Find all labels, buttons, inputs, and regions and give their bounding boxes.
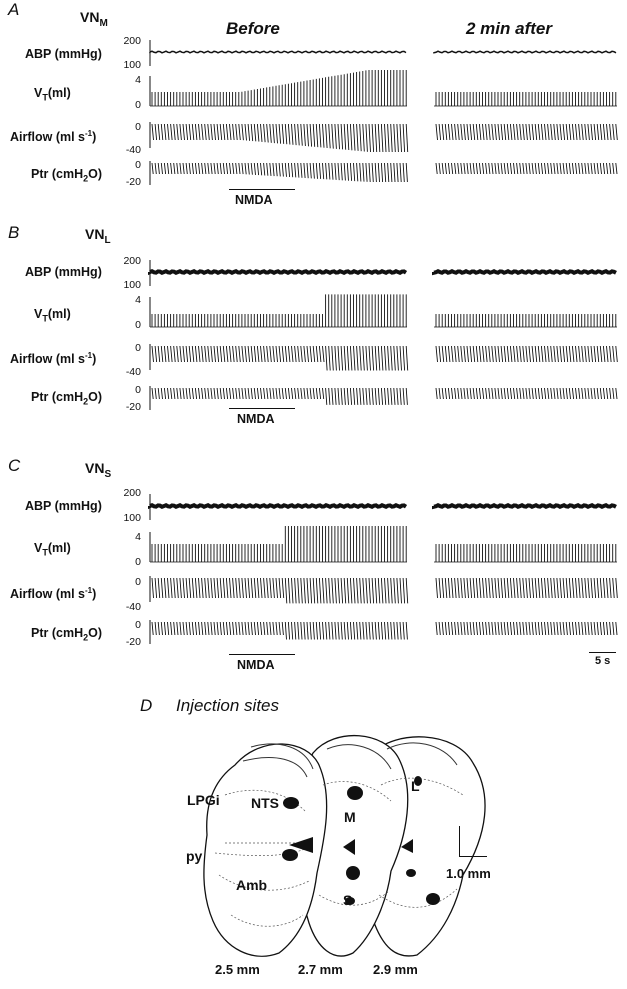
abp-trace — [432, 268, 617, 276]
panel-b-airflow-label: Airflow (ml s-1) — [10, 351, 97, 367]
tick-label: 4 — [135, 74, 141, 86]
panel-a-airflow-label: Airflow (ml s-1) — [10, 129, 97, 145]
tick-label: -40 — [125, 366, 141, 378]
panel-a-vt-label: VT(ml) — [34, 86, 71, 103]
panel-d-letter: D — [140, 696, 153, 715]
panel-a-nmda-bar — [229, 189, 295, 190]
airflow-trace — [151, 123, 409, 153]
abp-trace — [148, 268, 408, 276]
panel-c-airflow-label: Airflow (ml s-1) — [10, 586, 97, 602]
tick-label: 0 — [135, 99, 141, 111]
abp-trace — [433, 50, 617, 54]
vt-trace — [435, 544, 617, 562]
panel-c-ptr-label: Ptr (cmH2O) — [31, 626, 102, 643]
panel-c-nmda-label: NMDA — [237, 658, 275, 672]
vt-trace — [151, 70, 407, 106]
ptr-trace — [435, 387, 618, 400]
panel-a-letter: A — [8, 0, 20, 19]
ptr-trace — [151, 621, 408, 640]
tick-label: -40 — [125, 144, 141, 156]
panel-a-nmda-label: NMDA — [235, 193, 273, 207]
lpgi-label: LPGi — [187, 792, 220, 808]
tick-label: -20 — [125, 636, 141, 648]
spatial-scale-horizontal — [459, 856, 487, 857]
panel-c-nmda-bar — [229, 654, 295, 655]
section-label-2-5: 2.5 mm — [215, 962, 260, 977]
time-scale-bar — [589, 652, 616, 653]
spatial-scale-vertical — [459, 826, 460, 857]
section-label-2-7: 2.7 mm — [298, 962, 343, 977]
tick-label: -40 — [125, 601, 141, 613]
tick-label: 100 — [123, 279, 141, 291]
tick-label: 0 — [135, 342, 141, 354]
after-column-title: 2 min after — [466, 19, 552, 38]
panel-d-title: Injection sites — [176, 696, 279, 715]
panel-c-abp-label: ABP (mmHg) — [25, 499, 102, 513]
panel-b-nmda-label: NMDA — [237, 412, 275, 426]
section-label-2-9: 2.9 mm — [373, 962, 418, 977]
tick-label: 0 — [135, 576, 141, 588]
spatial-scale-label: 1.0 mm — [446, 866, 491, 881]
abp-trace — [148, 502, 408, 510]
l-site-label: L — [411, 778, 420, 794]
panel-c-vn-label: VNS — [85, 460, 112, 480]
tick-label: 100 — [123, 59, 141, 71]
tick-label: 200 — [123, 255, 141, 267]
airflow-trace — [151, 345, 409, 371]
ptr-trace — [151, 162, 408, 183]
panel-c-traces — [148, 494, 618, 644]
panel-b-ptr-label: Ptr (cmH2O) — [31, 390, 102, 407]
m-site-label: M — [344, 809, 356, 825]
vt-trace — [435, 92, 617, 106]
tick-label: 0 — [135, 121, 141, 133]
panel-b-vn-label: VNL — [85, 226, 111, 246]
tick-label: 0 — [135, 159, 141, 171]
s-site-label: S — [343, 892, 353, 908]
before-column-title: Before — [226, 19, 280, 38]
abp-trace — [149, 50, 407, 54]
panel-a-abp-label: ABP (mmHg) — [25, 47, 102, 61]
airflow-trace — [435, 123, 618, 141]
tick-label: 0 — [135, 319, 141, 331]
tick-label: -20 — [125, 401, 141, 413]
panel-a-vn-label: VNM — [80, 9, 108, 29]
panel-c-vt-label: VT(ml) — [34, 541, 71, 558]
panel-a-ptr-label: Ptr (cmH2O) — [31, 167, 102, 184]
tick-label: 0 — [135, 384, 141, 396]
vt-trace — [435, 314, 617, 327]
vt-trace — [151, 294, 407, 327]
tick-label: 0 — [135, 556, 141, 568]
ptr-trace — [435, 621, 618, 636]
tick-label: 200 — [123, 487, 141, 499]
nts-label: NTS — [251, 795, 279, 811]
amb-label: Amb — [236, 877, 268, 893]
vt-trace — [151, 526, 407, 562]
panel-a-traces — [149, 40, 618, 185]
airflow-trace — [435, 345, 618, 363]
panel-b-letter: B — [8, 223, 20, 242]
tick-label: 200 — [123, 35, 141, 47]
tick-label: 4 — [135, 294, 141, 306]
airflow-trace — [151, 577, 409, 604]
tick-label: 0 — [135, 619, 141, 631]
panel-b-traces — [148, 260, 618, 410]
tick-label: -20 — [125, 176, 141, 188]
ptr-trace — [151, 387, 408, 405]
panel-b-nmda-bar — [229, 408, 295, 409]
ptr-trace — [435, 162, 618, 175]
airflow-trace — [435, 577, 618, 599]
time-scale-label: 5 s — [595, 655, 611, 667]
panel-b-vt-label: VT(ml) — [34, 307, 71, 324]
tick-label: 100 — [123, 512, 141, 524]
panel-b-abp-label: ABP (mmHg) — [25, 265, 102, 279]
tick-label: 4 — [135, 531, 141, 543]
brainstem-sections-drawing — [203, 734, 486, 957]
abp-trace — [432, 502, 617, 510]
py-label: py — [186, 848, 203, 864]
panel-c-letter: C — [8, 456, 21, 475]
